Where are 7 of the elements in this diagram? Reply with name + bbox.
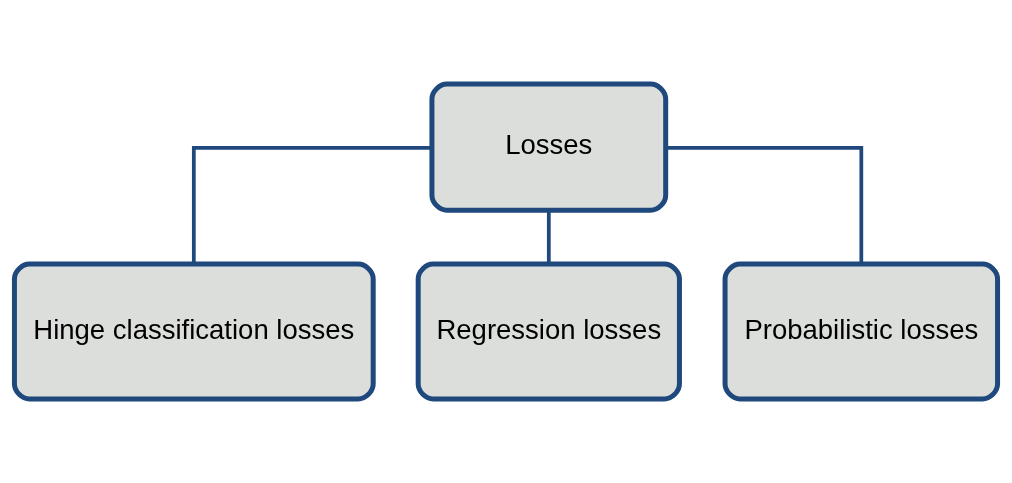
- connector: [191, 145, 432, 264]
- node-box: Regression losses: [415, 261, 682, 402]
- node-box: Losses: [429, 81, 669, 213]
- node-box: Probabilistic losses: [722, 261, 1001, 402]
- connector: [666, 145, 864, 264]
- connector: [546, 210, 551, 264]
- node-box: Hinge classification losses: [11, 261, 376, 402]
